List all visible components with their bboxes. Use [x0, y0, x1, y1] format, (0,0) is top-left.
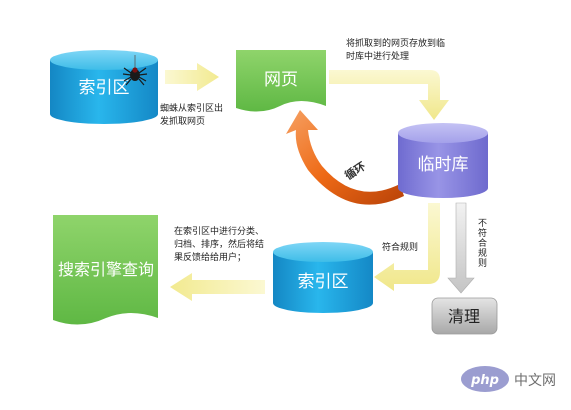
arrow-temp-to-index [374, 203, 440, 291]
arrow-webpage-to-temp [329, 70, 449, 120]
index-top-cylinder: 索引区 [50, 50, 158, 124]
not-qualified-label: 不 符 合 规 则 [478, 218, 490, 269]
qualified-label: 符合规则 [382, 241, 418, 253]
watermark-site: 中文网 [514, 373, 556, 389]
temp-db-label: 临时库 [418, 155, 469, 175]
watermark: php 中文网 [461, 366, 556, 392]
cleanup-label: 清理 [448, 307, 480, 326]
arrow-index-to-query [170, 273, 265, 301]
spider-fetch-note: 蜘蛛从索引区出 发抓取网页 [160, 102, 226, 127]
webpage-document: 网页 [236, 50, 326, 112]
arrow-index-to-webpage [165, 63, 219, 91]
index-bottom-cylinder: 索引区 [273, 242, 373, 313]
spider-icon [122, 55, 148, 86]
cleanup-box: 清理 [431, 297, 498, 335]
loop-arrow [286, 110, 404, 205]
arrow-temp-to-cleanup [447, 202, 475, 294]
index-top-label: 索引区 [79, 78, 130, 98]
webpage-label: 网页 [264, 70, 298, 90]
watermark-logo: php [470, 373, 499, 388]
index-bottom-label: 索引区 [298, 272, 349, 292]
temp-db-cylinder: 临时库 [398, 123, 488, 198]
search-query-document: 搜索引擎查询 [53, 215, 158, 325]
classify-note: 在索引区中进行分类、 归档、排序，然后将结 果反馈给给用户； [174, 225, 267, 263]
loop-label: 循环 [342, 159, 368, 183]
store-temp-note: 将抓取到的网页存放到临 时库中进行处理 [346, 37, 448, 62]
search-query-label: 搜索引擎查询 [58, 260, 154, 279]
